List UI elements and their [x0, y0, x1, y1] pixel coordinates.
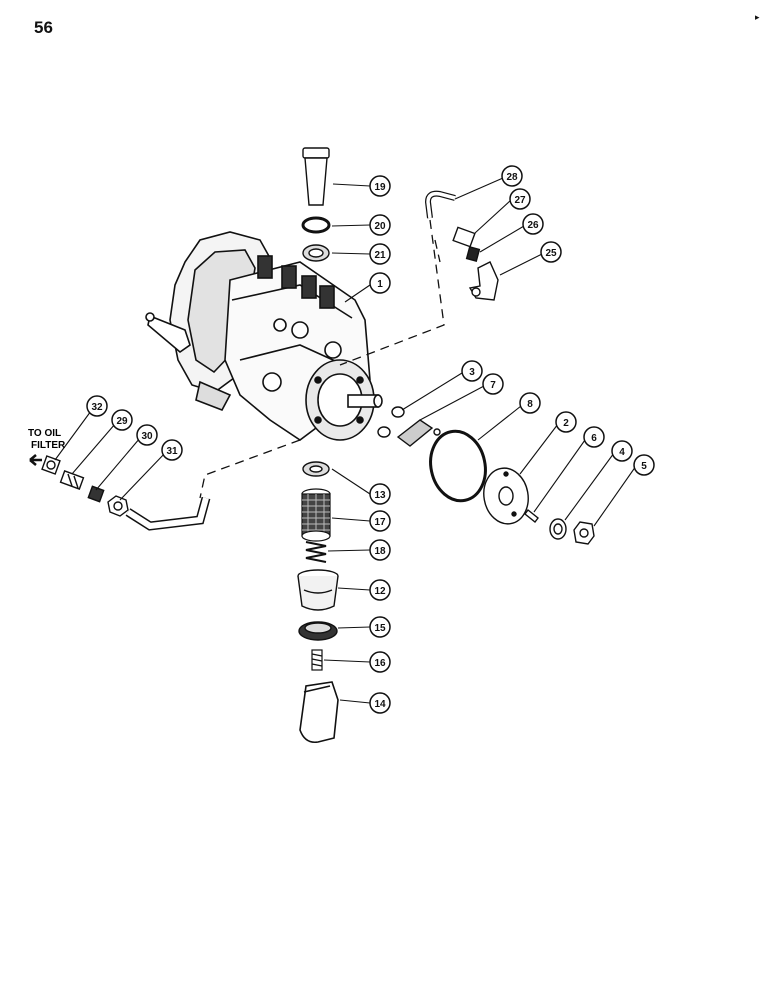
- callout-17: 17: [369, 510, 391, 532]
- callout-4: 4: [611, 440, 633, 462]
- callout-label: 15: [374, 623, 386, 634]
- part-19-filter-cap: [302, 147, 330, 206]
- part-5-nut: [573, 521, 595, 545]
- callout-21: 21: [369, 243, 391, 265]
- callout-25: 25: [540, 241, 562, 263]
- part-31-nut: [107, 495, 129, 517]
- callout-label: 17: [374, 517, 386, 528]
- part-32-fitting: [41, 455, 61, 475]
- part-21-washer: [302, 244, 330, 262]
- callout-label: 12: [374, 586, 386, 597]
- part-12-sediment-bowl: [297, 569, 339, 611]
- part-8-o-ring: [429, 429, 487, 503]
- callout-label: 25: [545, 248, 557, 259]
- callout-label: 16: [374, 658, 386, 669]
- callout-label: 5: [641, 461, 647, 472]
- callout-label: 4: [619, 447, 625, 458]
- callout-7: 7: [482, 373, 504, 395]
- callout-label: 28: [506, 172, 518, 183]
- callout-label: 14: [374, 699, 386, 710]
- callout-16: 16: [369, 651, 391, 673]
- part-4-lockwasher: [549, 518, 567, 540]
- page-number: 56: [34, 18, 53, 37]
- callout-label: 1: [377, 279, 383, 290]
- part-14-bail: [299, 681, 339, 744]
- callout-20: 20: [369, 214, 391, 236]
- callout-label: 7: [490, 380, 496, 391]
- callout-label: 31: [166, 446, 178, 457]
- callout-28: 28: [501, 165, 523, 187]
- callout-label: 32: [91, 402, 103, 413]
- part-7-lever: [396, 419, 441, 447]
- callout-balloons: 19 20 21 1 28 27 26 25 3 7 8 2 6 4 5 13 …: [86, 165, 655, 714]
- note-line-2: FILTER: [31, 440, 66, 451]
- callout-label: 2: [563, 418, 569, 429]
- callout-label: 29: [116, 416, 128, 427]
- callout-label: 13: [374, 490, 386, 501]
- callout-8: 8: [519, 392, 541, 414]
- part-26-nut: [465, 246, 481, 262]
- callout-18: 18: [369, 539, 391, 561]
- corner-mark: ▸: [755, 12, 760, 22]
- part-25-elbow: [468, 261, 499, 301]
- callout-label: 20: [374, 221, 386, 232]
- callout-5: 5: [633, 454, 655, 476]
- part-13-gasket: [302, 461, 330, 477]
- callout-label: 27: [514, 195, 526, 206]
- callout-label: 3: [469, 367, 475, 378]
- callout-13: 13: [369, 483, 391, 505]
- callout-26: 26: [522, 213, 544, 235]
- callout-label: 26: [527, 220, 539, 231]
- part-28-pipe: [424, 190, 456, 219]
- callout-label: 6: [591, 433, 597, 444]
- part-29-connector: [59, 470, 85, 490]
- callout-label: 19: [374, 182, 386, 193]
- callout-32: 32: [86, 395, 108, 417]
- note-line-1: TO OIL: [28, 428, 61, 439]
- callout-label: 30: [141, 431, 153, 442]
- part-2-hub-plate: [483, 467, 529, 525]
- callout-label: 18: [374, 546, 386, 557]
- part-3-washers: [377, 406, 405, 438]
- part-16-screw: [311, 649, 323, 671]
- dashed-connection-lines: [199, 219, 445, 499]
- callout-2: 2: [555, 411, 577, 433]
- part-18-spring: [305, 541, 327, 563]
- part-30-nut: [87, 485, 105, 503]
- injection-pump-body: [145, 231, 383, 441]
- callout-3: 3: [461, 360, 483, 382]
- callout-label: 8: [527, 399, 533, 410]
- part-20-seal-ring: [301, 216, 331, 234]
- callout-1: 1: [369, 272, 391, 294]
- callout-label: 21: [374, 250, 386, 261]
- callout-29: 29: [111, 409, 133, 431]
- callout-6: 6: [583, 426, 605, 448]
- part-15-retainer-nut: [298, 621, 338, 641]
- callout-27: 27: [509, 188, 531, 210]
- part-17-filter-element: [301, 488, 331, 542]
- callout-15: 15: [369, 616, 391, 638]
- callout-14: 14: [369, 692, 391, 714]
- to-oil-filter-note: TO OIL FILTER: [28, 428, 66, 466]
- callout-30: 30: [136, 424, 158, 446]
- leader-lines: [54, 177, 637, 704]
- oil-hose: [125, 496, 211, 531]
- callout-12: 12: [369, 579, 391, 601]
- part-6-key: [524, 509, 539, 523]
- callout-31: 31: [161, 439, 183, 461]
- part-27-fitting: [452, 226, 476, 248]
- callout-19: 19: [369, 175, 391, 197]
